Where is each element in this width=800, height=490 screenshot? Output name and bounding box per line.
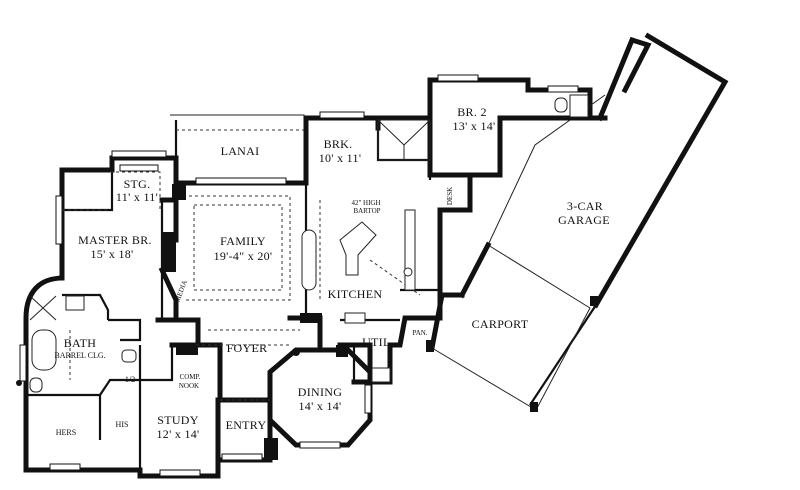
- garage-label-1: 3-CAR: [567, 199, 603, 213]
- comp-nook-line-1: COMP.: [180, 373, 201, 381]
- solid-blocks: [16, 184, 598, 460]
- carport-label: CARPORT: [472, 317, 529, 331]
- master-label: MASTER BR.: [78, 233, 152, 247]
- bath-sub-label: BARREL CLG.: [54, 351, 105, 360]
- pan-label: PAN.: [412, 329, 427, 337]
- entry-label: ENTRY: [226, 418, 267, 432]
- stairs: [377, 119, 431, 161]
- half-bath-label: 1/2: [125, 375, 135, 384]
- windows: [19, 74, 579, 477]
- garage-label-2: GARAGE: [558, 213, 610, 227]
- bath-fixtures: [29, 94, 589, 393]
- study-size: 12' x 14': [156, 427, 199, 441]
- bartop-line-1: 42" HIGH: [351, 199, 380, 207]
- family-label: FAMILY: [220, 234, 266, 248]
- dining-label: DINING: [298, 385, 342, 399]
- stg-label: STG.: [124, 177, 151, 191]
- foyer-label: FOYER: [227, 341, 268, 355]
- util-label: UTIL.: [362, 335, 394, 349]
- master-size: 15' x 18': [90, 247, 133, 261]
- brk-label: BRK.: [324, 137, 353, 151]
- room-labels: LANAI BRK. 10' x 11' BR. 2 13' x 14' 3-C…: [54, 105, 610, 441]
- brk-size: 10' x 11': [319, 151, 362, 165]
- study-label: STUDY: [157, 413, 199, 427]
- dashed-lines: [62, 129, 421, 401]
- hers-label: HERS: [56, 428, 76, 437]
- comp-nook-line-2: NOOK: [179, 382, 199, 390]
- br2-label: BR. 2: [457, 105, 487, 119]
- his-label: HIS: [116, 420, 129, 429]
- desk-label: DESK: [446, 187, 454, 205]
- kitchen-label: KITCHEN: [328, 287, 383, 301]
- dining-size: 14' x 14': [298, 399, 341, 413]
- family-size: 19'-4" x 20': [214, 249, 273, 263]
- br2-size: 13' x 14': [452, 119, 495, 133]
- bath-label: BATH: [64, 336, 97, 350]
- lanai-label: LANAI: [221, 144, 260, 158]
- bartop-line-2: BARTOP: [353, 207, 380, 215]
- stg-size: 11' x 11': [116, 190, 158, 204]
- kitchen-fixtures: [301, 209, 416, 383]
